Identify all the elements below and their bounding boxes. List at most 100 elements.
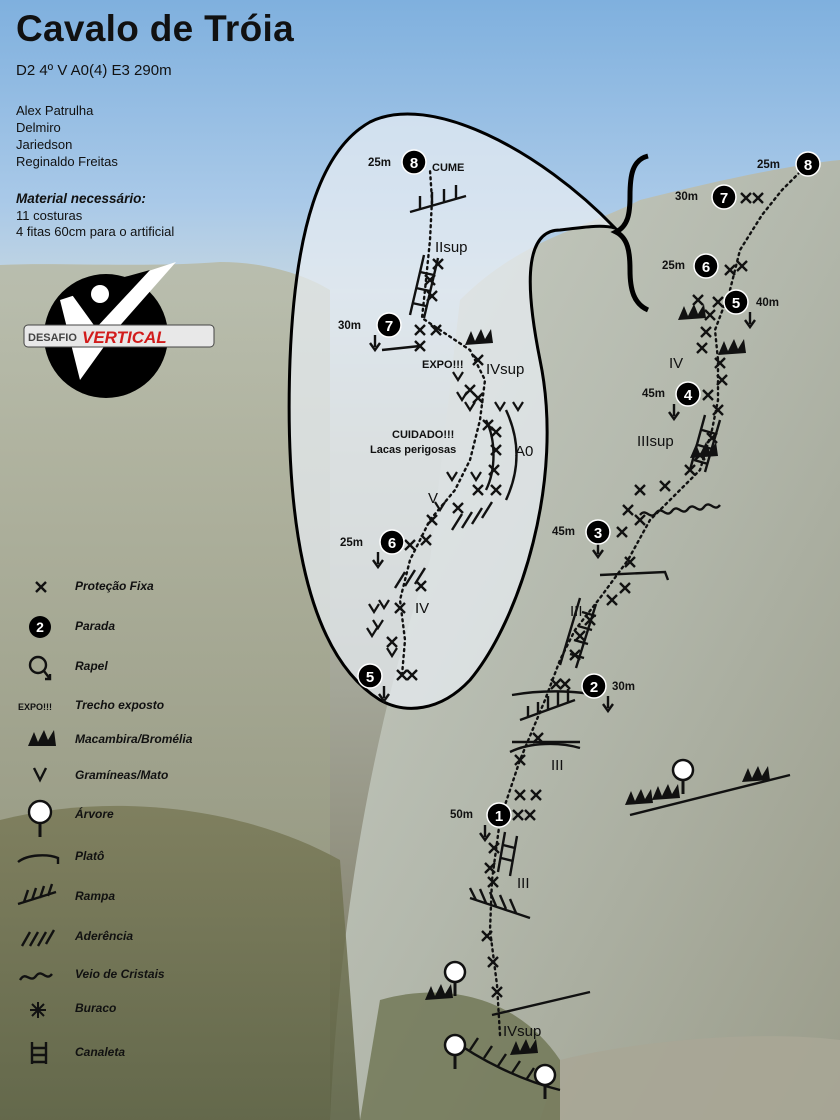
- route-title: Cavalo de Tróia: [16, 8, 294, 49]
- ramp-base-hatch: [469, 1037, 535, 1081]
- climber-name: Jariedson: [16, 137, 73, 152]
- pitch-length: 25m: [368, 157, 391, 169]
- bolt-icon: [740, 192, 752, 204]
- bolt-icon: [634, 514, 646, 526]
- zoom-friction-1: [450, 501, 494, 531]
- legend-label: Rapel: [75, 659, 108, 673]
- label-a0: A0: [515, 443, 533, 460]
- legend-label: Veio de Cristais: [75, 967, 165, 981]
- pitch-length: 45m: [552, 526, 575, 538]
- bolt-icon: [574, 630, 586, 642]
- legend-row: Árvore: [14, 802, 254, 828]
- belay-station-main-3: 3 45m: [552, 519, 611, 560]
- bolt-icon: [514, 754, 526, 766]
- main-grade-labels: IVsup III III III IIIsup IV: [503, 355, 683, 1040]
- grass-marks: [366, 371, 524, 659]
- tree-mark: [443, 960, 467, 996]
- legend-row: Rapel: [14, 654, 254, 680]
- vegetation: [425, 304, 770, 1099]
- grass-icon: [378, 599, 390, 611]
- bolt-icon: [724, 264, 736, 276]
- station-disc: [723, 289, 749, 315]
- grass-icon: [456, 391, 468, 403]
- bolt-icon: [752, 192, 764, 204]
- material-item: 4 fitas 60cm para o artificial: [16, 224, 175, 239]
- climber-name: Delmiro: [16, 120, 61, 135]
- legend-row: Proteção Fixa: [14, 574, 254, 600]
- legend-label: Platô: [75, 849, 105, 863]
- ramp-icon: [17, 883, 57, 906]
- bolt-icon: [386, 636, 398, 648]
- bolt-icon: [487, 876, 499, 888]
- rappel-arrowhead: [372, 559, 384, 570]
- rappel-icon: [28, 655, 52, 681]
- station-disc: [376, 312, 402, 338]
- station-disc: [795, 151, 821, 177]
- bolt-icon: [396, 669, 408, 681]
- legend-row: Platô: [14, 844, 254, 870]
- bolt-icon: [487, 956, 499, 968]
- grass-icon: [372, 619, 384, 631]
- legend-label: Macambira/Bromélia: [75, 732, 193, 746]
- station-disc: [585, 519, 611, 545]
- bromeliad-mark: [465, 329, 493, 345]
- zoom-channel-rungs: [411, 270, 435, 308]
- legend-label: Parada: [75, 619, 116, 633]
- rappel-arrowhead: [592, 549, 604, 560]
- material-list: 11 costuras 4 fitas 60cm para o artifici…: [16, 208, 174, 240]
- climbers-list: Alex Patrulha Delmiro Jariedson Reginald…: [16, 102, 118, 170]
- grass-icon: [386, 647, 398, 659]
- legend-row: Rampa: [14, 884, 254, 910]
- pitch-length: 30m: [675, 191, 698, 203]
- pitch-length: 25m: [757, 159, 780, 171]
- bromeliad-mark: [718, 339, 746, 355]
- bolt-icon: [514, 789, 526, 801]
- station-disc: [693, 253, 719, 279]
- bolt-icon: [712, 296, 724, 308]
- bolt-icon: [472, 484, 484, 496]
- expo-legend-text: EXPO!!!: [18, 702, 52, 712]
- grade-iv: IV: [669, 355, 683, 372]
- pitch-length: 50m: [450, 809, 473, 821]
- bolt-icon: [550, 678, 562, 690]
- channel-icon: [30, 1042, 48, 1064]
- grass-icon: [368, 603, 380, 615]
- svg-text:2: 2: [36, 619, 44, 635]
- grade-iv-zoom: IV: [415, 600, 429, 617]
- grass-icon: [512, 401, 524, 413]
- bromeliad-mark: [510, 1039, 538, 1055]
- tree-icon: [27, 799, 53, 837]
- bolt-icon: [426, 514, 438, 526]
- grade-iii-2: III: [551, 757, 564, 774]
- pitch-length: 25m: [662, 260, 685, 272]
- station-number: 5: [366, 669, 374, 686]
- bolt-icon: [736, 260, 748, 272]
- station-disc: [486, 802, 512, 828]
- grass-icon: [434, 501, 446, 513]
- logo-text-main: VERTICAL: [82, 328, 167, 347]
- logo: DESAFIO VERTICAL: [23, 262, 215, 398]
- station-disc: [401, 149, 427, 175]
- station-number: 2: [590, 679, 598, 696]
- bolt-icon: [512, 809, 524, 821]
- legend-label: Árvore: [75, 807, 114, 821]
- ramp-1: [469, 896, 531, 920]
- station-number: 3: [594, 525, 602, 542]
- legend-row: Buraco: [14, 996, 254, 1022]
- bolt-icon: [622, 504, 634, 516]
- belay-station-zoom-5: 5: [357, 663, 390, 704]
- ledge-5: [629, 773, 791, 817]
- bolt-icon: [406, 669, 418, 681]
- rappel-arrowhead: [744, 319, 756, 330]
- bolt-icon: [415, 580, 427, 592]
- legend-row: Gramíneas/Mato: [14, 763, 254, 789]
- grass-icon: [470, 471, 482, 483]
- bolt-icon: [559, 678, 571, 690]
- ledge-1: [509, 742, 581, 754]
